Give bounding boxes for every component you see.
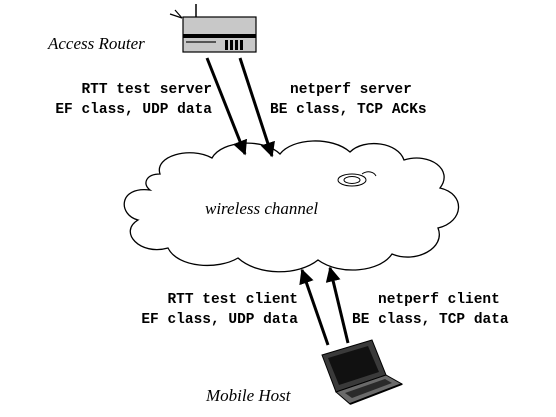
mobile-host-label: Mobile Host <box>206 386 291 405</box>
wireless-channel-label: wireless channel <box>205 199 319 218</box>
arrow-netperf-server <box>238 57 275 158</box>
wireless-channel-cloud <box>123 140 460 273</box>
laptop-icon <box>321 339 404 405</box>
arrow-netperf-client <box>325 266 350 344</box>
access-router-icon <box>169 4 257 53</box>
arrow-rtt-server <box>205 57 248 156</box>
netperf-client-flow-label: netperf client BE class, TCP data <box>352 292 509 328</box>
satellite-dish-icon <box>337 171 377 187</box>
netperf-server-flow-label: netperf server BE class, TCP ACKs <box>270 82 427 118</box>
rtt-server-flow-label: RTT test server EF class, UDP data <box>55 82 212 118</box>
access-router-label: Access Router <box>48 34 145 53</box>
rtt-client-flow-label: RTT test client EF class, UDP data <box>141 292 298 328</box>
arrow-rtt-client <box>299 268 330 346</box>
